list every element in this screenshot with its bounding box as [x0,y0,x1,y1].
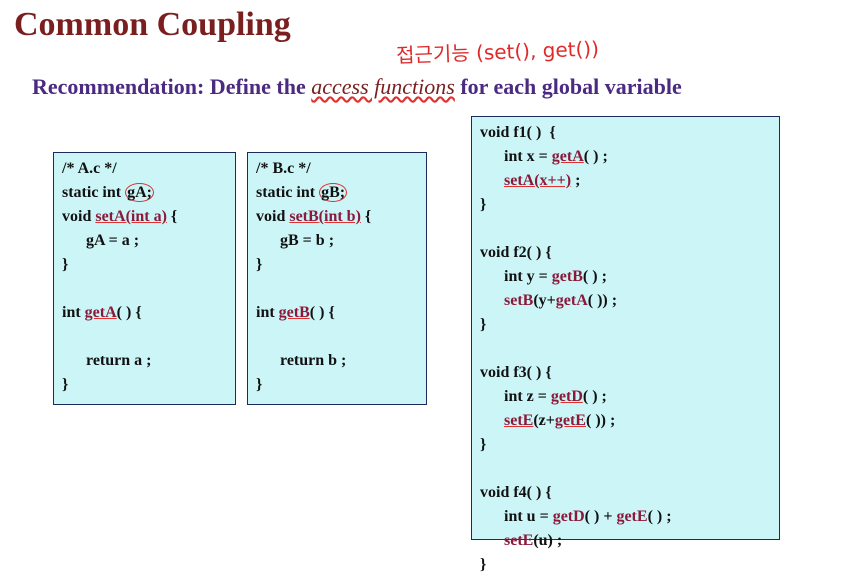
code-declaration: static int gA; [62,181,227,205]
decl-prefix: static int [62,184,126,201]
set-prefix: void [62,208,96,225]
f2-line1: int y = getB( ) ; [480,265,771,289]
setB-call: setB [504,292,534,309]
code-set-signature: void setB(int b) { [256,205,418,229]
set-params: (int b) [318,208,361,225]
f1-signature: void f1( ) { [480,124,556,141]
get-prefix: int [256,304,279,321]
get-suffix: ( ) { [309,304,335,321]
getD-call: getD [552,508,585,525]
getE-call: getE [554,412,586,429]
code-box-b: /* B.c */ static int gB; void setB(int b… [247,152,427,405]
code-text: ( ) + [584,508,617,525]
code-blank [480,457,771,481]
f4-line1: int u = getD( ) + getE( ) ; [480,505,771,529]
f3-line1: int z = getD( ) ; [480,385,771,409]
code-blank [256,277,418,301]
code-blank [480,217,771,241]
code-box-a: /* A.c */ static int gA; void setA(int a… [53,152,236,405]
getB-call: getB [551,268,583,285]
global-var: gB; [319,183,348,202]
code-get-signature: int getB( ) { [256,301,418,325]
set-suffix: { [360,208,372,225]
code-text: ( ) ; [582,388,607,405]
global-var: gA; [125,183,154,202]
code-comment: /* A.c */ [62,160,117,177]
set-function-name: setB [289,208,319,225]
code-blank [256,325,418,349]
f2-signature: void f2( ) { [480,244,552,261]
setE-call: setE [504,532,534,549]
code-text: (y+ [533,292,556,309]
code-return: return a ; [86,352,152,369]
setA-call: setA [504,172,535,189]
code-comment: /* B.c */ [256,160,311,177]
code-blank [62,325,227,349]
set-params: (int a) [125,208,167,225]
f4-close: } [480,556,487,573]
f4-signature: void f4( ) { [480,484,552,501]
code-assign: gA = a ; [86,232,140,249]
getD-call: getD [550,388,583,405]
getA-call: getA [555,292,588,309]
f2-close: } [480,316,487,333]
f2-line2: setB(y+getA( )) ; [480,289,771,313]
code-box-functions: void f1( ) { int x = getA( ) ; setA(x++)… [471,116,780,573]
slide-title: Common Coupling [14,6,291,43]
setE-call: setE [504,412,534,429]
code-text: ( ) ; [647,508,672,525]
code-text: int u = [504,508,553,525]
code-text: int x = [504,148,552,165]
handwritten-annotation: 접근기능 (set(), get()) [395,36,600,68]
code-text: (z+ [533,412,555,429]
f3-signature: void f3( ) { [480,364,552,381]
code-set-signature: void setA(int a) { [62,205,227,229]
recommendation-suffix: for each global variable [454,74,682,99]
getA-call: getA [551,148,584,165]
code-text: (u) ; [533,532,563,549]
get-suffix: ( ) { [116,304,142,321]
code-close: } [256,256,263,273]
f3-line2: setE(z+getE( )) ; [480,409,771,433]
code-close: } [256,376,263,393]
recommendation-text: Recommendation: Define the access functi… [32,74,682,100]
recommendation-emphasis: access functions [311,74,455,99]
code-text: ( )) ; [587,292,618,309]
f3-close: } [480,436,487,453]
code-return: return b ; [280,352,347,369]
get-function-name: getB [278,304,310,321]
code-assign: gB = b ; [280,232,335,249]
get-prefix: int [62,304,85,321]
code-get-signature: int getA( ) { [62,301,227,325]
get-function-name: getA [84,304,117,321]
set-prefix: void [256,208,290,225]
set-suffix: { [166,208,178,225]
code-text: ( ) ; [583,148,608,165]
code-text: (x++) [534,172,572,189]
f1-close: } [480,196,487,213]
recommendation-prefix: Recommendation: Define the [32,74,312,99]
f1-line2: setA(x++) ; [480,169,771,193]
decl-prefix: static int [256,184,320,201]
getE-call: getE [616,508,648,525]
code-close: } [62,376,69,393]
code-text: ( ) ; [582,268,607,285]
code-declaration: static int gB; [256,181,418,205]
code-blank [480,337,771,361]
f4-line2: setE(u) ; [480,529,771,553]
code-text: ( )) ; [585,412,616,429]
code-close: } [62,256,69,273]
code-text: ; [571,172,581,189]
set-function-name: setA [95,208,126,225]
code-text: int y = [504,268,552,285]
code-text: int z = [504,388,551,405]
code-blank [62,277,227,301]
f1-line1: int x = getA( ) ; [480,145,771,169]
